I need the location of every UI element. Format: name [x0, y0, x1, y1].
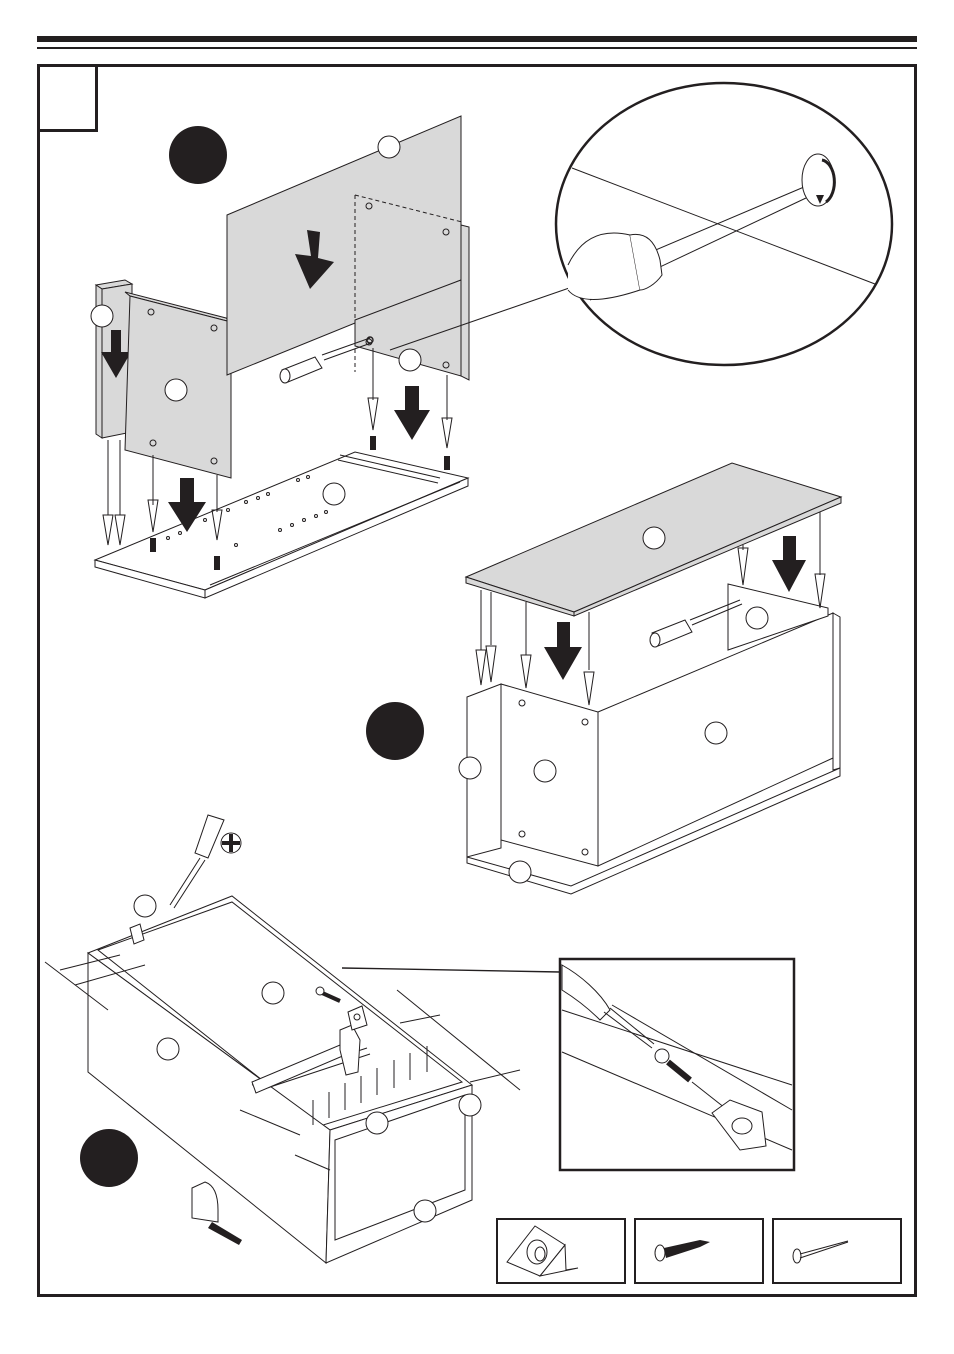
- bottom-panel: [93, 451, 470, 599]
- hardware-list: [496, 1218, 902, 1284]
- screw-icon: [315, 986, 341, 1003]
- down-arrow-icon: [168, 478, 206, 532]
- nail-icon: [312, 1046, 428, 1125]
- sub-step-marker-c: [80, 1129, 138, 1187]
- part-label: [458, 756, 482, 780]
- detail-leader-line: [389, 285, 576, 351]
- part-label: [156, 1037, 180, 1061]
- back-panel: [226, 115, 463, 376]
- part-label: [377, 135, 401, 159]
- cabinet-carcass-back-view: [86, 894, 482, 1265]
- part-label: [533, 759, 557, 783]
- part-label: [133, 894, 157, 918]
- cabinet-carcass: [458, 583, 841, 895]
- header-thick-rule: [37, 36, 917, 42]
- part-label: [642, 526, 666, 550]
- instruction-frame: [37, 64, 917, 1297]
- side-edge-panel: [90, 279, 134, 439]
- header-thin-rule: [37, 47, 917, 49]
- phillips-screwdriver-icon: [169, 814, 242, 909]
- sub-step-c: [44, 814, 561, 1265]
- part-label: [458, 1093, 482, 1117]
- corner-block-icon: [129, 923, 368, 1031]
- hardware-nail: [772, 1218, 902, 1284]
- screwdriver-icon: [649, 599, 743, 648]
- sub-step-b: [366, 462, 843, 895]
- hardware-screw: [634, 1218, 764, 1284]
- part-label: [261, 981, 285, 1005]
- down-arrow-icon: [394, 386, 430, 440]
- part-label: [704, 721, 728, 745]
- part-label: [365, 1111, 389, 1135]
- hardware-corner-block: [496, 1218, 626, 1284]
- partition-panel: [354, 202, 470, 440]
- part-label: [745, 606, 769, 630]
- tape-measure-icon: [191, 1181, 242, 1245]
- part-label: [413, 1199, 437, 1223]
- corner-block-screw-detail: [558, 957, 796, 1172]
- down-arrow-icon: [101, 330, 131, 378]
- part-label: [398, 348, 422, 372]
- cam-lock-detail: [554, 81, 894, 367]
- hammer-icon: [251, 1024, 361, 1094]
- down-arrow-icon: [772, 536, 806, 592]
- screwdriver-icon: [279, 336, 374, 384]
- part-label: [164, 378, 188, 402]
- top-panel: [464, 462, 843, 617]
- part-label: [508, 860, 532, 884]
- down-arrow-icon: [544, 622, 582, 680]
- sub-step-marker-b: [366, 702, 424, 760]
- sub-step-marker-a: [169, 126, 227, 184]
- side-panel: [124, 291, 232, 479]
- down-arrow-icon: [295, 230, 334, 289]
- step-number-box: [37, 64, 98, 132]
- sub-step-a: [90, 115, 576, 599]
- part-label: [90, 304, 114, 328]
- cam-dowel-icon: [150, 436, 450, 570]
- dowel-guide-lines: [102, 348, 453, 546]
- part-label: [322, 482, 346, 506]
- measurement-lines: [44, 954, 561, 1171]
- dowel-guide-lines: [475, 512, 826, 706]
